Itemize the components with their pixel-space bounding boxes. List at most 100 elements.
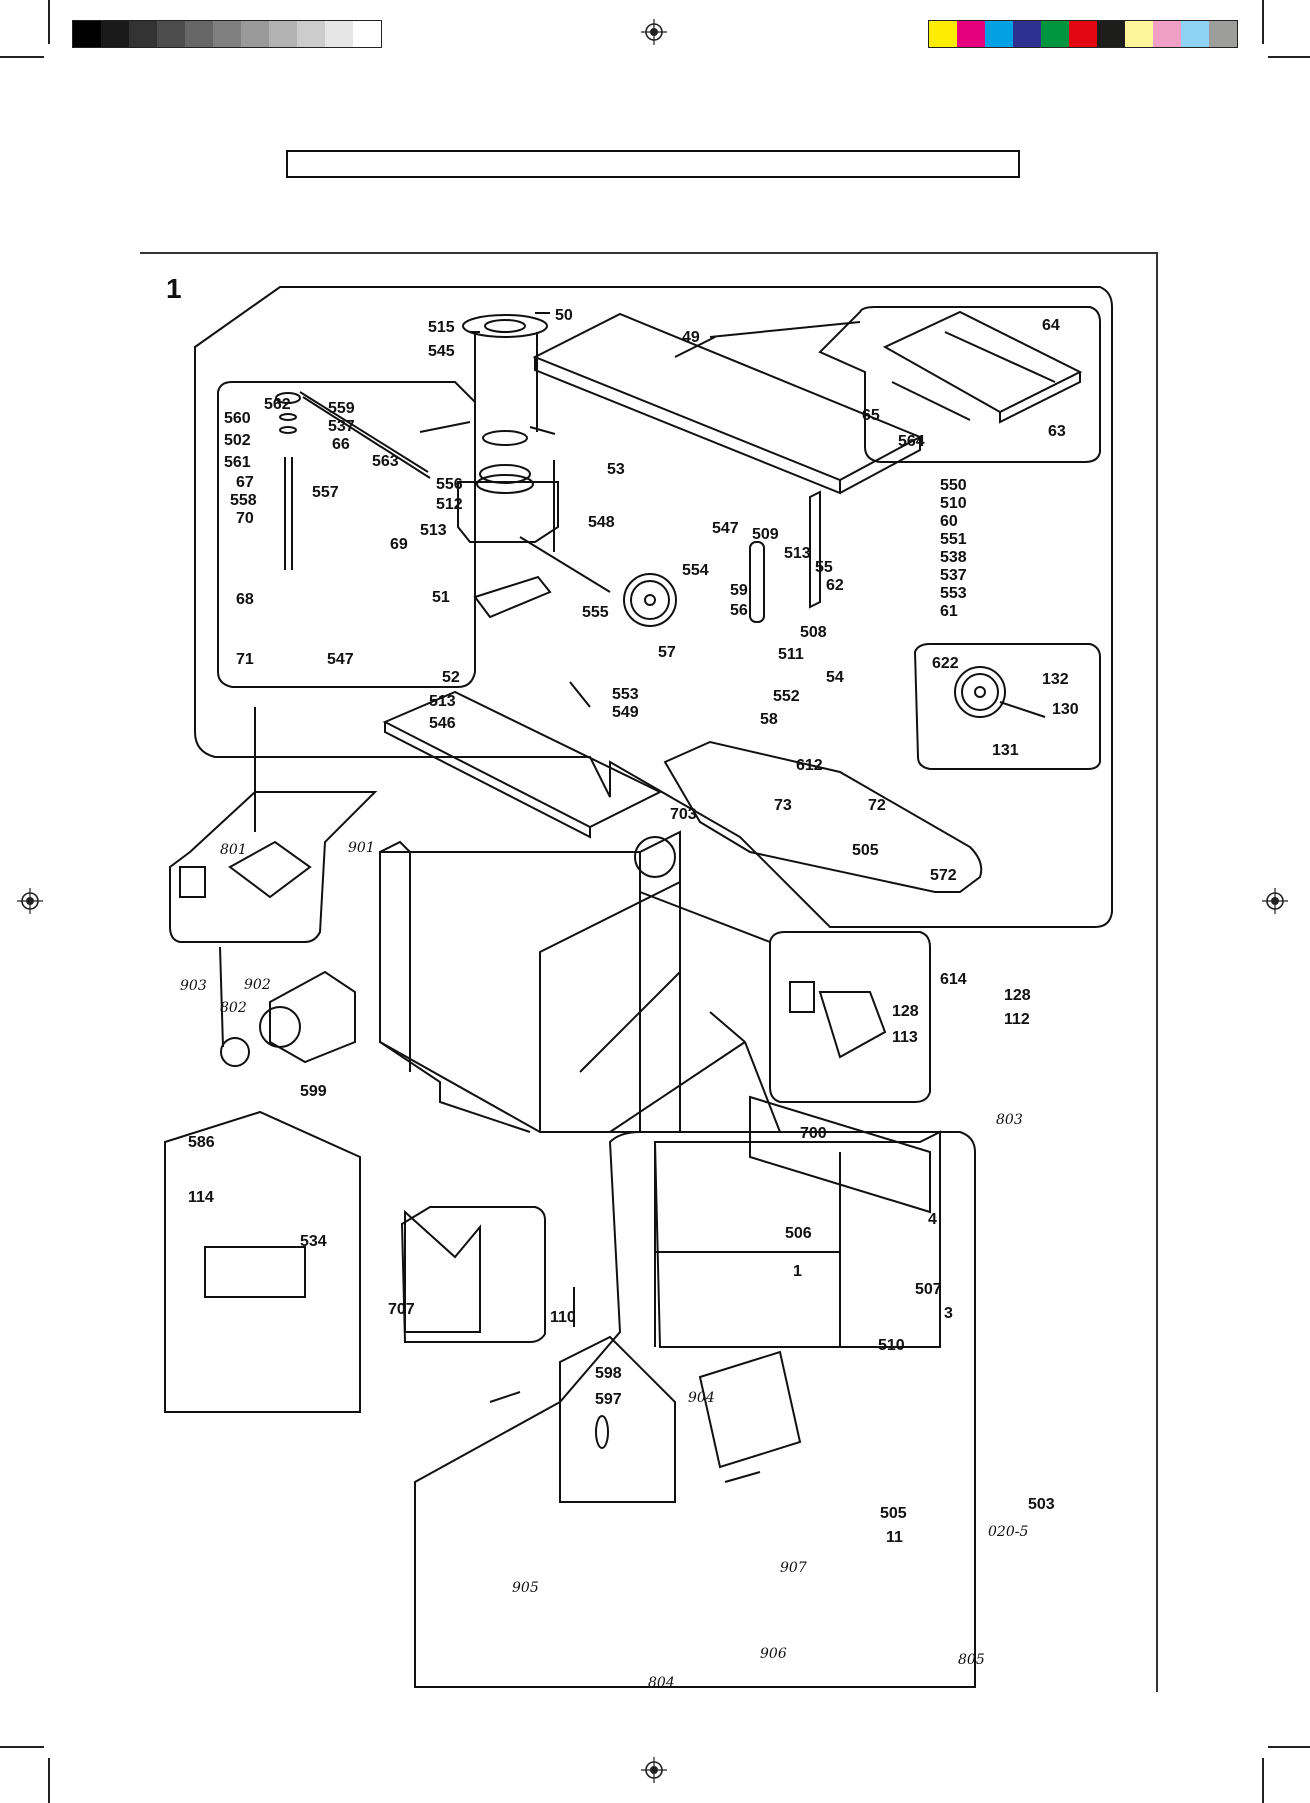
grayscale-calibration-bar [72, 20, 382, 48]
part-label: 537 [940, 567, 967, 584]
exploded-parts-diagram: 1 50 515 545 49 64 65 564 63 562 560 559… [164, 273, 1113, 1691]
motor [269, 970, 356, 1064]
part-label: 114 [188, 1189, 214, 1206]
handwritten-label: 020-5 [988, 1524, 1028, 1540]
part-label: 52 [442, 669, 460, 686]
part-label: 64 [1042, 317, 1060, 334]
motor-bracket [698, 1350, 802, 1469]
handwritten-label: 906 [760, 1646, 787, 1662]
part-label: 63 [1048, 423, 1066, 440]
callout-boundary-switch-left [169, 791, 378, 943]
calibration-swatch [325, 21, 353, 47]
part-label: 505 [852, 842, 879, 859]
calibration-swatch [1125, 21, 1153, 47]
part-label: 555 [582, 604, 609, 621]
part-label: 60 [940, 513, 958, 530]
part-label: 549 [612, 704, 639, 721]
handwritten-label: 903 [180, 978, 207, 994]
part-label: 3 [944, 1305, 953, 1322]
lower-frame [653, 1130, 941, 1348]
switch-plate-right [818, 991, 887, 1059]
callout-boundary-switch-right [769, 931, 931, 1103]
part-label: 505 [880, 1505, 907, 1522]
calibration-swatch [1209, 21, 1237, 47]
handwritten-label: 803 [996, 1112, 1023, 1128]
part-label: 70 [236, 510, 254, 527]
part-label: 546 [429, 715, 456, 732]
threaded-rod [299, 391, 429, 473]
handwritten-label: 804 [648, 1675, 675, 1691]
part-label: 558 [230, 492, 257, 509]
crop-mark [1268, 56, 1310, 58]
calibration-swatch [1097, 21, 1125, 47]
part-label: 128 [1004, 987, 1031, 1004]
calibration-swatch [129, 21, 157, 47]
part-label: 586 [188, 1134, 215, 1151]
calibration-swatch [297, 21, 325, 47]
column-tube [474, 332, 538, 432]
part-label: 513 [429, 693, 456, 710]
crop-mark [1268, 1746, 1310, 1748]
column-top-flange [462, 314, 548, 338]
part-label: 550 [940, 477, 967, 494]
handwritten-label: 901 [348, 840, 375, 856]
handwritten-label: 802 [220, 1000, 247, 1016]
part-label: 49 [682, 329, 700, 346]
part-label: 598 [595, 1365, 622, 1382]
calibration-swatch [1013, 21, 1041, 47]
part-label: 510 [940, 495, 967, 512]
calibration-swatch [241, 21, 269, 47]
part-label: 572 [930, 867, 957, 884]
part-label: 515 [428, 319, 455, 336]
post-54 [749, 541, 765, 623]
part-label: 707 [388, 1301, 415, 1318]
part-label: 556 [436, 476, 463, 493]
part-label: 131 [992, 742, 1019, 759]
column-base [457, 481, 559, 543]
part-label: 66 [332, 436, 350, 453]
part-label: 560 [224, 410, 251, 427]
part-label: 71 [236, 651, 254, 668]
calibration-swatch [929, 21, 957, 47]
calibration-swatch [353, 21, 381, 47]
handwritten-label: 801 [220, 842, 247, 858]
part-label: 553 [940, 585, 967, 602]
calibration-swatch [985, 21, 1013, 47]
part-label: 538 [940, 549, 967, 566]
part-label: 612 [796, 757, 823, 774]
calibration-swatch [1153, 21, 1181, 47]
crop-mark [0, 1746, 44, 1748]
part-label: 110 [550, 1309, 576, 1326]
registration-mark-icon [1262, 888, 1288, 914]
part-label: 113 [892, 1029, 918, 1046]
crank-rod [519, 536, 611, 593]
crop-mark [0, 56, 44, 58]
part-label: 112 [1004, 1011, 1030, 1028]
part-label: 68 [236, 591, 254, 608]
part-label: 59 [730, 582, 748, 599]
base-plate [473, 575, 552, 619]
part-label: 58 [760, 711, 778, 728]
calibration-swatch [101, 21, 129, 47]
crop-mark [1262, 0, 1264, 44]
callout-boundary-lower [414, 1131, 976, 1688]
handwritten-label: 905 [512, 1580, 539, 1596]
part-label: 132 [1042, 671, 1069, 688]
callout-boundary-panel [400, 1206, 546, 1343]
part-label: 614 [940, 971, 967, 988]
callout-boundary-table [818, 306, 1101, 463]
part-label: 563 [372, 453, 399, 470]
panel-4 [749, 1095, 931, 1214]
part-label: 551 [940, 531, 967, 548]
crop-mark [1262, 1758, 1264, 1803]
part-label: 67 [236, 474, 254, 491]
color-calibration-bar [928, 20, 1238, 48]
callout-boundary-rod [663, 740, 983, 893]
part-label: 552 [773, 688, 800, 705]
part-label: 548 [588, 514, 615, 531]
part-label: 72 [868, 797, 886, 814]
part-label: 513 [784, 545, 811, 562]
part-label: 4 [928, 1211, 937, 1228]
motor-plate [559, 1335, 676, 1503]
machine-frame [379, 830, 681, 1133]
